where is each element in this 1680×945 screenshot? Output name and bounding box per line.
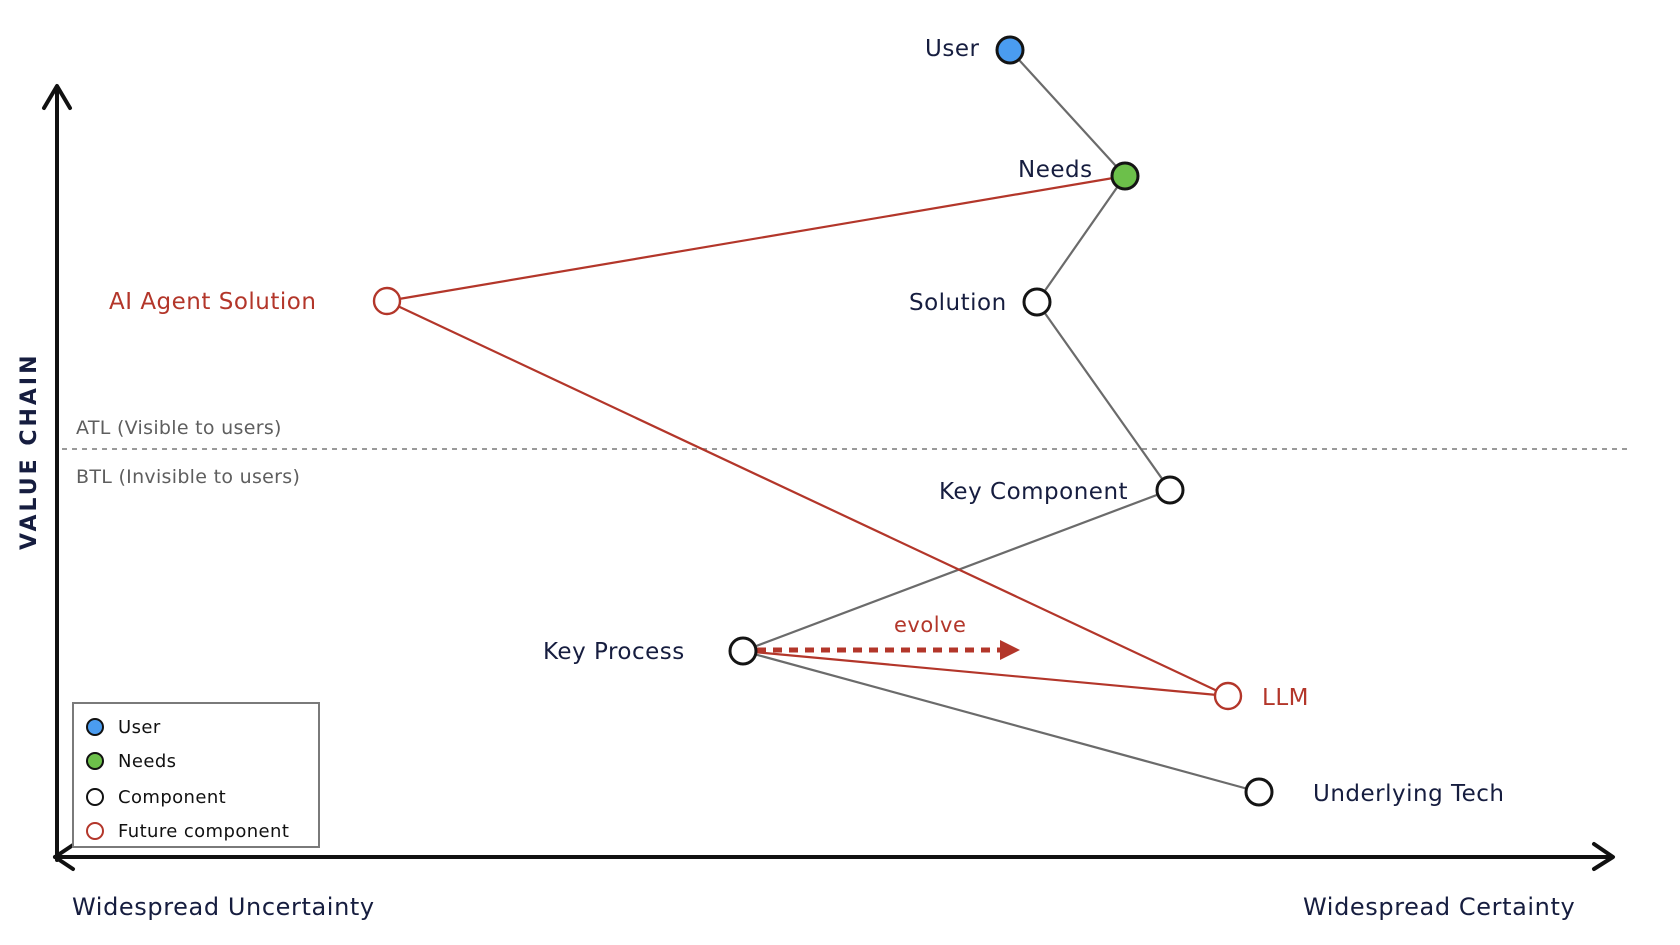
- node-key-process[interactable]: [728, 636, 758, 666]
- link-needs-to-solution: [1035, 174, 1127, 304]
- link-key-process-to-llm: [741, 649, 1230, 698]
- node-llm[interactable]: [1213, 681, 1243, 711]
- legend-label: Component: [118, 786, 227, 808]
- btl-label: BTL (Invisible to users): [76, 466, 301, 488]
- evolve-arrowhead-icon: [1000, 640, 1020, 660]
- link-key-component-to-key-process: [741, 488, 1172, 653]
- legend-label: Future component: [118, 820, 290, 842]
- node-key-component[interactable]: [1155, 475, 1185, 505]
- legend-item-user: User: [86, 712, 161, 742]
- node-label-user: User: [925, 36, 980, 62]
- node-needs[interactable]: [1110, 161, 1140, 191]
- node-ai-agent-solution[interactable]: [372, 286, 402, 316]
- legend: User Needs Component Future component: [72, 702, 320, 848]
- node-label-ai-agent-solution: AI Agent Solution: [109, 289, 317, 315]
- future-component-circle-icon: [86, 822, 104, 840]
- legend-label: User: [118, 716, 161, 738]
- y-axis-arrowhead: [42, 84, 72, 110]
- node-underlying-tech[interactable]: [1244, 777, 1274, 807]
- component-circle-icon: [86, 788, 104, 806]
- needs-dot-icon: [86, 752, 104, 770]
- y-axis: [42, 84, 72, 862]
- x-axis-right-arrowhead: [1592, 842, 1615, 871]
- node-label-needs: Needs: [1018, 157, 1093, 183]
- node-label-key-component: Key Component: [939, 479, 1129, 505]
- node-label-llm: LLM: [1262, 685, 1309, 711]
- node-label-underlying-tech: Underlying Tech: [1313, 781, 1505, 807]
- x-axis-right-label: Widespread Certainty: [1303, 893, 1576, 921]
- y-axis-title: VALUE CHAIN: [17, 352, 42, 550]
- node-solution[interactable]: [1022, 287, 1052, 317]
- legend-item-needs: Needs: [86, 746, 176, 776]
- atl-label: ATL (Visible to users): [76, 417, 282, 439]
- node-label-key-process: Key Process: [543, 639, 685, 665]
- user-dot-icon: [86, 718, 104, 736]
- node-user[interactable]: [995, 35, 1025, 65]
- link-user-to-needs: [1008, 48, 1127, 178]
- x-axis-left-arrowhead: [53, 843, 75, 871]
- link-ai-agent-solution-to-needs: [385, 174, 1127, 303]
- legend-label: Needs: [118, 750, 177, 772]
- link-solution-to-key-component: [1035, 300, 1172, 492]
- link-ai-agent-solution-to-llm: [385, 299, 1230, 698]
- node-label-solution: Solution: [909, 290, 1007, 316]
- evolve-label: evolve: [894, 613, 967, 637]
- legend-item-component: Component: [86, 782, 226, 812]
- link-key-process-to-underlying-tech: [741, 649, 1261, 794]
- x-axis-left-label: Widespread Uncertainty: [72, 893, 375, 921]
- x-axis: [53, 842, 1615, 871]
- legend-item-future-component: Future component: [86, 816, 289, 846]
